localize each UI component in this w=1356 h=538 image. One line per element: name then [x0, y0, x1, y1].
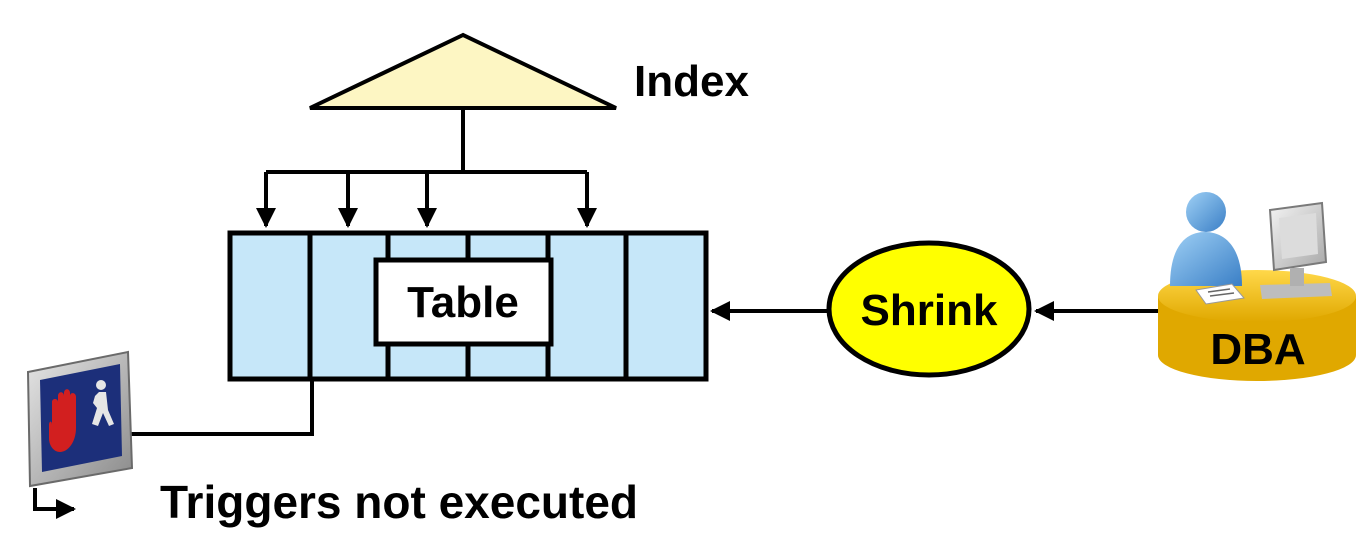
- table-block: [545, 230, 629, 382]
- dba-label: DBA: [1210, 325, 1305, 374]
- shrink-label: Shrink: [861, 286, 998, 335]
- triggers-caption: Triggers not executed: [160, 476, 638, 528]
- table-block: [227, 230, 313, 382]
- table-blocks: [227, 230, 709, 382]
- table-to-trigger-connector: [130, 379, 314, 436]
- table-label: Table: [407, 278, 519, 327]
- table-label-box: [373, 257, 554, 347]
- shrink-ellipse: [826, 240, 1032, 378]
- dba-icon: [1158, 192, 1356, 381]
- caption-bullet-arrow: [33, 488, 76, 519]
- index-label: Index: [634, 57, 749, 106]
- index-triangle: [309, 32, 617, 110]
- stop-sign-icon: [26, 350, 134, 488]
- index-pointers: [256, 108, 597, 228]
- table-block: [623, 230, 709, 382]
